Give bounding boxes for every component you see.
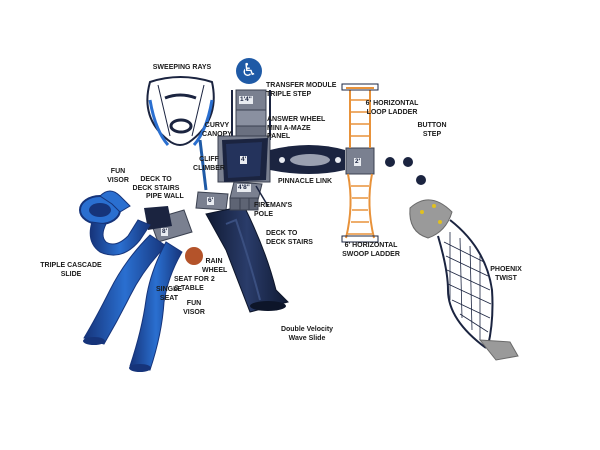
dim-6: 6': [207, 197, 215, 205]
label-transfer-module: TRANSFER MODULE TRIPLE STEP: [266, 82, 337, 98]
pinnacle-link: [270, 145, 345, 174]
dim-8: 8': [161, 228, 169, 236]
label-rain-wheel: RAIN WHEEL: [202, 258, 228, 274]
label-phoenix-twist: PHOENIX TWIST: [490, 266, 522, 282]
label-double-velocity: Double Velocity Wave Slide: [280, 326, 334, 342]
label-cliff-climber: CLIFF CLIMBER: [193, 156, 225, 172]
dim-2: 2': [354, 158, 362, 166]
label-pipe-wall: PIPE WALL: [146, 193, 184, 200]
dim-1-4: 1'4": [239, 96, 253, 104]
label-answer-wheel: ANSWER WHEEL MINI A-MAZE PANEL: [267, 116, 326, 140]
label-pinnacle-link: PINNACLE LINK: [278, 178, 333, 185]
loop-ladder: [341, 83, 379, 148]
sweeping-rays: [146, 76, 215, 146]
blue-slides: [83, 234, 183, 372]
label-fun-visor-top: FUN VISOR: [107, 168, 129, 184]
label-single-seat: SINGLE SEAT: [156, 286, 183, 302]
cliff-climber: [198, 139, 208, 191]
phoenix-twist: [409, 199, 519, 361]
transfer-module: [231, 89, 271, 140]
label-triple-cascade: TRIPLE CASCADE SLIDE: [40, 262, 102, 278]
wheelchair-accessibility-icon: ♿: [236, 58, 262, 84]
rain-wheel: [185, 247, 203, 265]
dim-4-8: 4'8": [237, 184, 251, 192]
triple-cascade-slide: [79, 190, 151, 256]
label-deck-to-deck-bottom: DECK TO DECK STAIRS: [266, 230, 313, 246]
double-velocity-wave-slide: [205, 205, 289, 313]
pipe-wall: [144, 206, 172, 230]
button-steps: [385, 157, 426, 185]
label-fun-visor-bottom: FUN VISOR: [183, 300, 205, 316]
label-loop-ladder: 6' HORIZONTAL LOOP LADDER: [365, 100, 419, 116]
dim-4: 4': [240, 156, 248, 164]
label-deck-to-deck-top: DECK TO DECK STAIRS: [132, 176, 180, 192]
label-sweeping-rays: SWEEPING RAYS: [152, 64, 212, 71]
deck-stairs: [229, 197, 259, 211]
label-seat-for-2: SEAT FOR 2 & TABLE: [174, 276, 215, 292]
label-button-step: BUTTON STEP: [417, 122, 447, 138]
label-firemans-pole: FIREMAN'S POLE: [254, 202, 293, 218]
label-curvy-canopy: CURVY CANOPY: [202, 122, 232, 138]
label-swoop-ladder: 6' HORIZONTAL SWOOP LADDER: [342, 242, 400, 258]
swoop-ladder: [341, 173, 379, 243]
